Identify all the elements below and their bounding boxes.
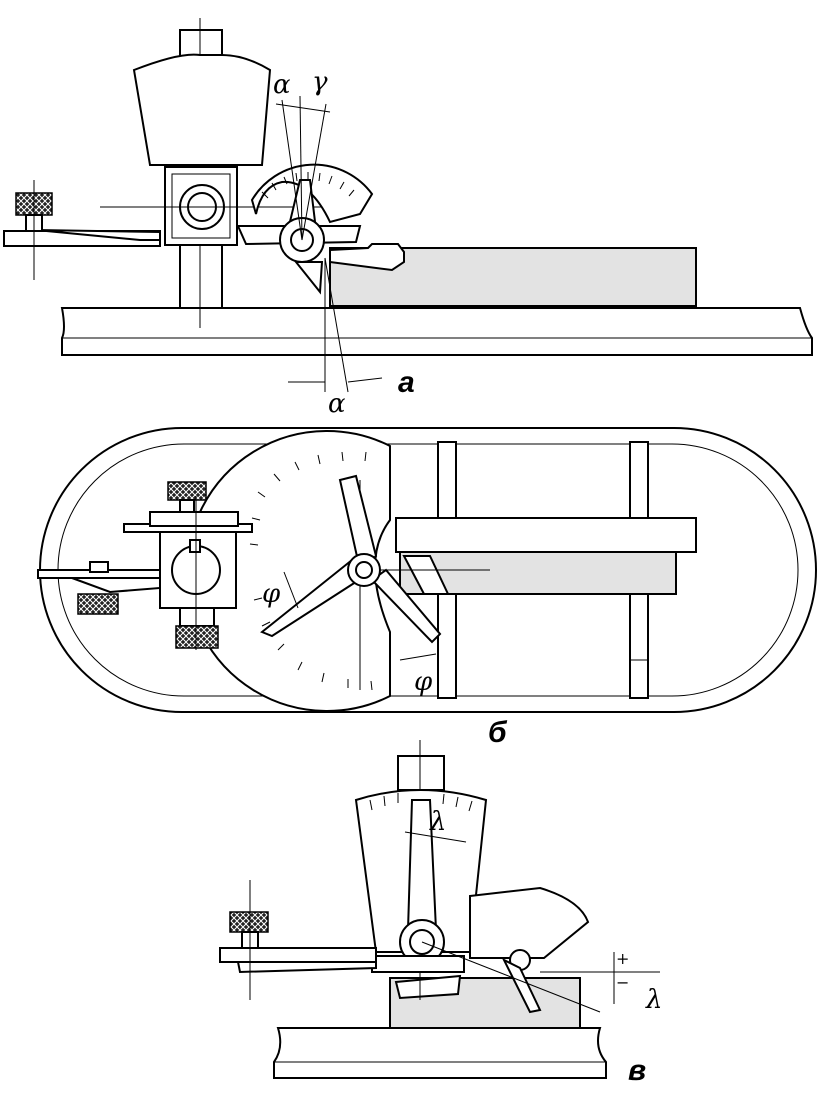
label-alpha-bottom: α xyxy=(328,389,346,419)
caption-v: в xyxy=(628,1054,646,1087)
fan-sector xyxy=(132,53,272,166)
contact-leg xyxy=(501,957,542,1014)
caption-b: б xyxy=(488,716,508,749)
pointer-arm-upper xyxy=(338,474,378,572)
figure-a: α γ α а xyxy=(3,18,813,419)
pointer-arm-right xyxy=(370,568,442,644)
pivot-bracket xyxy=(371,955,465,973)
label-lambda-side: λ xyxy=(645,985,662,1015)
column-top xyxy=(397,755,445,791)
tool-edge xyxy=(402,555,450,595)
label-phi-left: φ xyxy=(262,579,281,609)
measuring-blade xyxy=(293,261,324,295)
cutting-tool-tip xyxy=(329,243,405,272)
support-body xyxy=(469,886,590,959)
tool-holder xyxy=(395,517,697,553)
figure-v: λ λ + − в xyxy=(219,740,662,1087)
base-plate xyxy=(60,307,813,356)
label-minus: − xyxy=(616,973,629,992)
knurled-screw-top xyxy=(167,481,207,501)
tool-side xyxy=(394,974,462,1000)
label-plus: + xyxy=(616,949,629,968)
workpiece-top-view xyxy=(399,551,677,595)
caption-a: а xyxy=(398,366,415,399)
arm-side xyxy=(219,947,377,963)
knurled-screw-left xyxy=(77,593,119,615)
figure-b: φ φ б xyxy=(37,427,817,749)
knurled-screw-bottom xyxy=(175,625,219,649)
knurled-screw-side xyxy=(229,911,269,933)
label-lambda-top: λ xyxy=(429,807,446,837)
label-phi-right: φ xyxy=(414,667,433,697)
label-alpha-top: α xyxy=(273,70,291,100)
label-gamma-top: γ xyxy=(312,67,328,97)
base-plate-side xyxy=(273,1027,607,1079)
